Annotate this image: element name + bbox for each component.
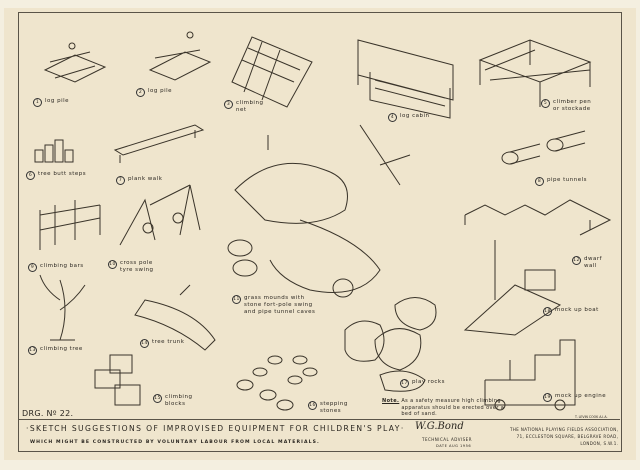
tree-butt-steps-sketch [34, 139, 74, 163]
safety-note: Note. As a safety measure high climbing … [382, 398, 505, 417]
drawing-date: DATE AUG 1956 [436, 444, 472, 448]
tree-trunk-sketch [134, 284, 216, 351]
tyre-swing-sketch [119, 184, 201, 246]
signature: W.G.Bond [415, 421, 464, 432]
dwarf-wall-sketch [464, 199, 612, 236]
artist-credit: T. LEVIN COOK A.I.A. [575, 415, 608, 419]
drawing-number: DRG. Nº 22. [22, 409, 74, 418]
grass-mounds-sketch [227, 124, 411, 298]
drawing-subtitle: WHICH MIGHT BE CONSTRUCTED BY VOLUNTARY … [30, 440, 320, 445]
pipe-tunnels-sketch [501, 130, 586, 165]
title-block [18, 419, 620, 458]
climbing-tree-sketch [39, 274, 86, 341]
drawing-sheet [4, 8, 636, 460]
organisation-address: THE NATIONAL PLAYING FIELDS ASSOCIATION,… [510, 427, 619, 446]
mock-up-boat-sketch [463, 240, 562, 336]
stepping-stones-sketch [236, 355, 318, 411]
drawing-title: ·SKETCH SUGGESTIONS OF IMPROVISED EQUIPM… [26, 424, 405, 433]
plank-walk-sketch [113, 124, 205, 163]
play-rocks-sketch [344, 297, 437, 392]
log-pile-1-sketch [43, 42, 107, 83]
climbing-blocks-sketch [94, 354, 141, 406]
adviser-title: TECHNICAL ADVISER [422, 437, 472, 442]
climber-pen-sketch [478, 39, 592, 107]
climbing-bars-sketch [39, 200, 101, 250]
log-pile-2-sketch [148, 31, 212, 81]
climbing-net-sketch [231, 36, 313, 108]
mock-up-engine-sketch [484, 339, 576, 411]
log-cabin-sketch [357, 39, 454, 119]
drawing-frame [18, 12, 622, 452]
